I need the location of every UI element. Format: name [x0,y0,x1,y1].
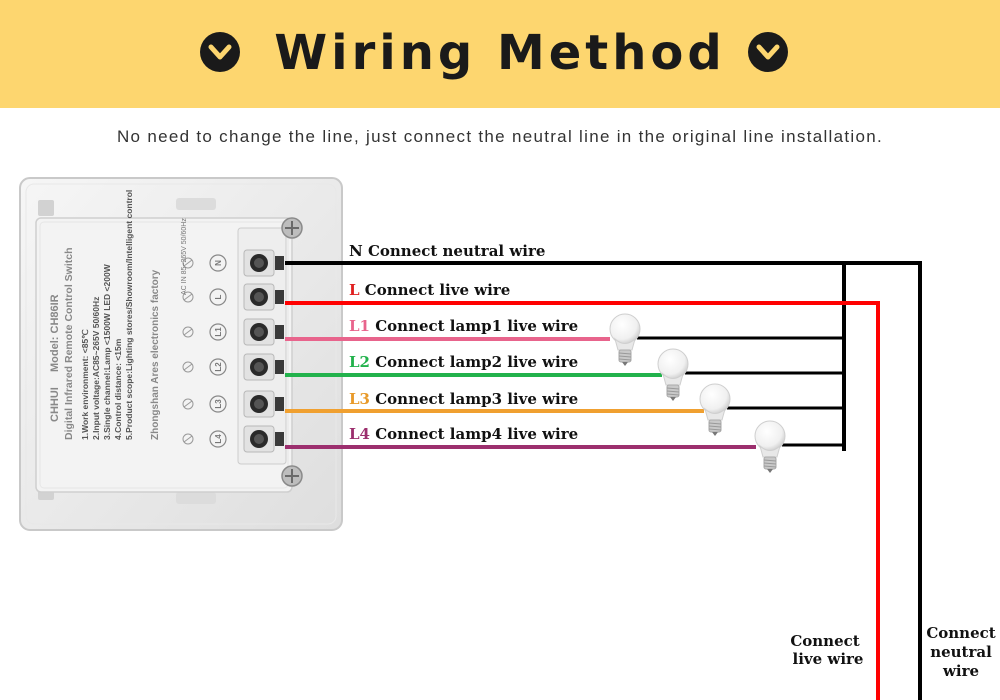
screw-icon [281,465,303,487]
terminal-l: L [182,283,284,311]
wire-description: Connect neutral wire [368,242,545,260]
wire-tag: L1 [349,317,375,335]
terminal-label: L4 [214,434,223,444]
neutral-label-line: wire [942,662,979,680]
wire-label-n: N Connect neutral wire [349,242,545,260]
neutral-wire-main [285,261,922,700]
light-bulb-icon [699,383,731,436]
wire-tag: L [349,281,365,299]
wire-tag: L3 [349,390,375,408]
device-label: CHHUI Model: CH86IR Digital Infrared Rem… [49,190,188,440]
terminal-l2: L2 [182,353,284,381]
screw-icon [281,217,303,239]
wire-label-l1: L1 Connect lamp1 live wire [349,317,578,335]
live-wire-main [285,301,880,700]
brand-logo: CHHUI [49,387,61,422]
subtitle: No need to change the line, just connect… [116,127,884,146]
terminal-l1: L1 [182,318,284,346]
maker-text: Zhongshan Ares electronics factory [150,269,161,440]
wire-description: Connect lamp3 live wire [375,390,578,408]
chevron-down-circle-icon [200,32,240,72]
product-text: Digital Infrared Remote Control Switch [63,247,75,440]
mount-slot [176,492,216,504]
switch-housing [35,217,293,493]
mount-slot [38,200,54,216]
wire-description: Connect lamp4 live wire [375,425,578,443]
wire-description: Connect live wire [365,281,511,299]
neutral-label-line: neutral [930,643,992,661]
terminal-n: N [182,249,284,277]
spec-line: 4.Control distance: <15m [113,338,123,440]
wire-tag: L4 [349,425,375,443]
wire-label-l: L Connect live wire [349,281,510,299]
terminal-label: N [214,260,223,266]
rating-text: AC IN 85~265V 50/60Hz [181,218,188,295]
light-bulb-icon [754,420,786,473]
header-banner: Wiring Method [0,0,1000,108]
terminal-label: L1 [214,327,223,337]
wires [285,336,844,449]
wire-label-l4: L4 Connect lamp4 live wire [349,425,578,443]
spec-line: 2.Input voltage:AC85~265V 50/60Hz [91,297,101,440]
wire-description: Connect lamp1 live wire [375,317,578,335]
terminal-label: L3 [214,399,223,409]
terminal-label: L2 [214,362,223,372]
terminal-l3: L3 [182,390,284,418]
terminal-l4: L4 [182,425,284,453]
page-title: Wiring Method [274,25,726,81]
light-bulb-icon [609,313,641,366]
neutral-label-line: Connect [926,624,995,642]
terminal-label: L [214,294,223,299]
live-label-line: Connect [790,632,859,650]
model-text: Model: CH86IR [49,294,61,372]
wire-label-l3: L3 Connect lamp3 live wire [349,390,578,408]
mount-slot [176,198,216,210]
chevron-down-circle-icon [748,32,788,72]
spec-line: 5.Product scope:Lighting stores/Showroom… [124,190,134,440]
wire-label-l2: L2 Connect lamp2 live wire [349,353,578,371]
spec-line: 3.Single channel:Lamp <1500W LED <200W [102,263,112,440]
wire-tag: L2 [349,353,375,371]
wire-description: Connect lamp2 live wire [375,353,578,371]
spec-line: 1.Work environment: <85℃ [80,329,90,440]
light-bulb-icon [657,348,689,401]
live-label-line: live wire [793,650,864,668]
wire-tag: N [349,242,368,260]
